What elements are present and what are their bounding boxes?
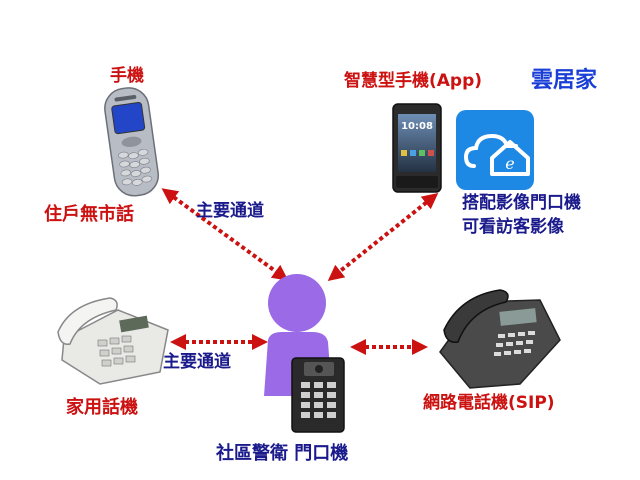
label-guard-doorphone: 社區警衛 門口機 [216, 443, 349, 464]
svg-text:e: e [505, 154, 514, 173]
label-mobile-phone: 手機 [110, 66, 144, 86]
label-app-brand: 雲居家 [531, 68, 598, 93]
label-main-channel-top: 主要通道 [196, 201, 264, 221]
label-video-line1: 搭配影像門口機 [462, 193, 581, 213]
label-smartphone-app: 智慧型手機(App) [344, 71, 483, 91]
label-sip-phone: 網路電話機(SIP) [423, 393, 555, 413]
label-resident-landline: 住戶無市話 [44, 204, 134, 225]
smartphone-clock: 10:08 [401, 121, 433, 132]
label-main-channel-left: 主要通道 [163, 352, 231, 372]
arrow-mobile-to-guard [161, 188, 289, 281]
label-home-phone: 家用話機 [66, 397, 138, 418]
label-video-line2: 可看訪客影像 [462, 217, 564, 237]
